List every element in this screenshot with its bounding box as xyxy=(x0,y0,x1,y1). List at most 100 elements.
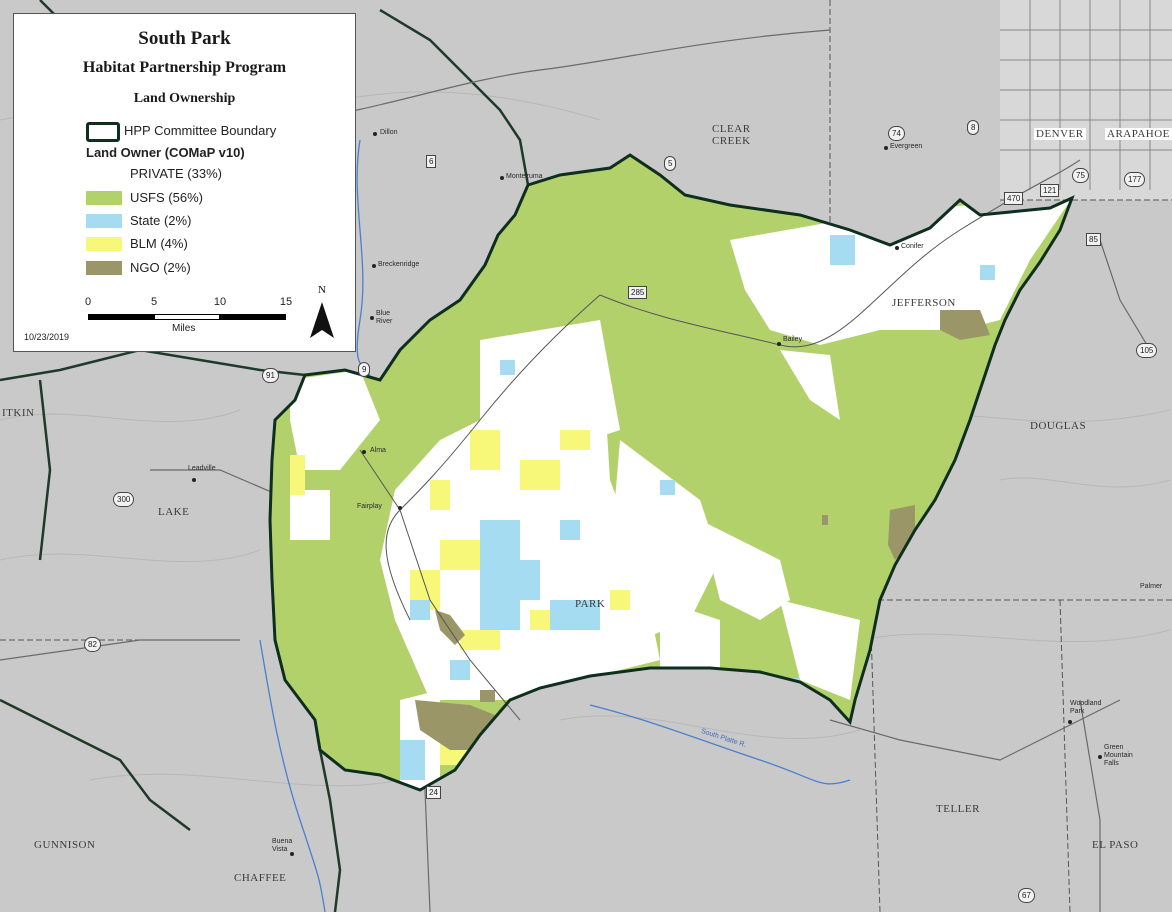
town-label-alma: Alma xyxy=(370,447,386,454)
town-label-conifer: Conifer xyxy=(901,243,924,250)
route-shield-470: 470 xyxy=(1004,192,1024,205)
town-label-buena-vista-line1: Buena xyxy=(272,838,293,845)
town-label-buena-vista: Buena Vista xyxy=(272,838,292,854)
legend-label-blm: BLM (4%) xyxy=(130,236,188,251)
county-label-el-paso: EL PASO xyxy=(1092,839,1139,851)
legend-swatch-usfs xyxy=(86,191,122,205)
town-dot-leadville xyxy=(192,478,196,482)
town-dot-fairplay xyxy=(398,506,402,510)
town-label-woodland-park-line1: Woodland xyxy=(1070,700,1102,707)
route-shield-85: 85 xyxy=(1086,233,1101,246)
denver-urban-area xyxy=(1000,0,1172,200)
route-shield-6: 6 xyxy=(426,155,437,168)
scale-tick-15: 15 xyxy=(279,296,293,308)
legend-boundary-label: HPP Committee Boundary xyxy=(124,123,277,138)
town-label-gmf-line3: Falls xyxy=(1104,760,1119,767)
legend-boundary-swatch xyxy=(86,122,120,142)
county-label-denver: DENVER xyxy=(1034,128,1086,140)
hpp-committee-boundary xyxy=(268,153,1075,792)
legend-label-ngo: NGO (2%) xyxy=(130,260,191,275)
route-shield-67: 67 xyxy=(1018,888,1035,903)
route-shield-285: 285 xyxy=(628,286,648,299)
county-label-clear-creek: CLEAR CREEK xyxy=(712,123,751,147)
legend-label-usfs: USFS (56%) xyxy=(130,190,203,205)
scale-bar-segment-1 xyxy=(88,314,154,320)
town-label-palmer: Palmer xyxy=(1140,583,1163,590)
route-shield-24: 24 xyxy=(426,786,441,799)
route-shield-177: 177 xyxy=(1124,172,1146,187)
town-label-gmf-line1: Green xyxy=(1104,744,1124,751)
town-dot-evergreen xyxy=(884,146,888,150)
town-label-blue-river-line1: Blue xyxy=(376,310,391,317)
legend-label-private: PRIVATE (33%) xyxy=(130,166,222,181)
neighbouring-hpp-boundaries xyxy=(0,0,530,912)
route-shield-74: 74 xyxy=(888,126,905,141)
town-dot-blue-river xyxy=(370,316,374,320)
town-dot-bailey xyxy=(777,342,781,346)
legend-label-state: State (2%) xyxy=(130,213,192,228)
map-legend: South Park Habitat Partnership Program L… xyxy=(13,13,356,352)
north-arrow-icon xyxy=(310,302,334,338)
legend-map-type: Land Ownership xyxy=(133,91,236,106)
scale-unit-label: Miles xyxy=(172,323,196,334)
town-label-breckenridge: Breckenridge xyxy=(378,261,420,268)
town-label-montezuma: Montezuma xyxy=(506,173,543,180)
county-label-jefferson: JEFFERSON xyxy=(892,297,956,309)
town-label-evergreen: Evergreen xyxy=(890,143,923,150)
ngo-land xyxy=(415,310,990,750)
county-label-lake: LAKE xyxy=(158,506,190,518)
county-label-chaffee: CHAFFEE xyxy=(234,872,287,884)
legend-swatch-ngo xyxy=(86,261,122,275)
route-shield-105: 105 xyxy=(1136,343,1158,358)
scale-tick-0: 0 xyxy=(84,296,92,308)
scale-tick-10: 10 xyxy=(213,296,227,308)
county-label-teller: TELLER xyxy=(936,803,980,815)
town-label-gmf-line2: Mountain xyxy=(1104,752,1133,759)
route-shield-121: 121 xyxy=(1040,184,1060,197)
legend-swatch-blm xyxy=(86,237,122,251)
legend-swatch-state xyxy=(86,214,122,228)
county-label-gunnison: GUNNISON xyxy=(34,839,96,851)
scale-tick-5: 5 xyxy=(150,296,158,308)
county-label-pitkin: ITKIN xyxy=(2,407,35,419)
route-shield-75: 75 xyxy=(1072,168,1089,183)
town-label-bailey: Bailey xyxy=(783,336,803,343)
county-label-douglas: DOUGLAS xyxy=(1030,420,1087,432)
county-label-arapahoe: ARAPAHOE xyxy=(1105,128,1172,140)
town-dot-alma xyxy=(362,450,366,454)
town-label-leadville: Leadville xyxy=(188,465,216,472)
town-dot-montezuma xyxy=(500,176,504,180)
north-arrow-label: N xyxy=(318,284,326,296)
county-label-clear-creek-line2: CREEK xyxy=(712,135,751,147)
town-label-fairplay: Fairplay xyxy=(357,503,382,510)
legend-subtitle: Habitat Partnership Program xyxy=(82,59,287,76)
county-label-clear-creek-line1: CLEAR xyxy=(712,123,751,135)
town-dot-green-mountain-falls xyxy=(1098,755,1102,759)
route-shield-91: 91 xyxy=(262,368,279,383)
town-dot-conifer xyxy=(895,246,899,250)
county-label-park: PARK xyxy=(575,598,606,610)
town-dot-breckenridge xyxy=(372,264,376,268)
town-label-dillon: Dillon xyxy=(380,129,398,136)
scale-bar-segment-2 xyxy=(154,314,220,320)
town-label-buena-vista-line2: Vista xyxy=(272,846,288,853)
scale-bar-segment-3 xyxy=(220,314,286,320)
state-land xyxy=(400,235,995,780)
town-dot-dillon xyxy=(373,132,377,136)
town-label-blue-river: Blue River xyxy=(376,310,392,326)
urban-street-grid xyxy=(1000,0,1172,190)
town-label-blue-river-line2: River xyxy=(376,318,393,325)
town-label-woodland-park-line2: Park xyxy=(1070,708,1085,715)
legend-land-owner-heading: Land Owner (COMaP v10) xyxy=(86,145,245,160)
legend-swatch-private xyxy=(86,167,122,181)
town-label-woodland-park: Woodland Park xyxy=(1070,700,1101,716)
town-dot-buena-vista xyxy=(290,852,294,856)
map-date: 10/23/2019 xyxy=(24,332,70,342)
route-shield-300: 300 xyxy=(113,492,135,507)
legend-title: South Park xyxy=(138,28,231,49)
town-label-green-mountain-falls: Green Mountain Falls xyxy=(1104,744,1133,768)
route-shield-82: 82 xyxy=(84,637,101,652)
town-dot-woodland-park xyxy=(1068,720,1072,724)
route-shield-8: 8 xyxy=(967,120,980,135)
